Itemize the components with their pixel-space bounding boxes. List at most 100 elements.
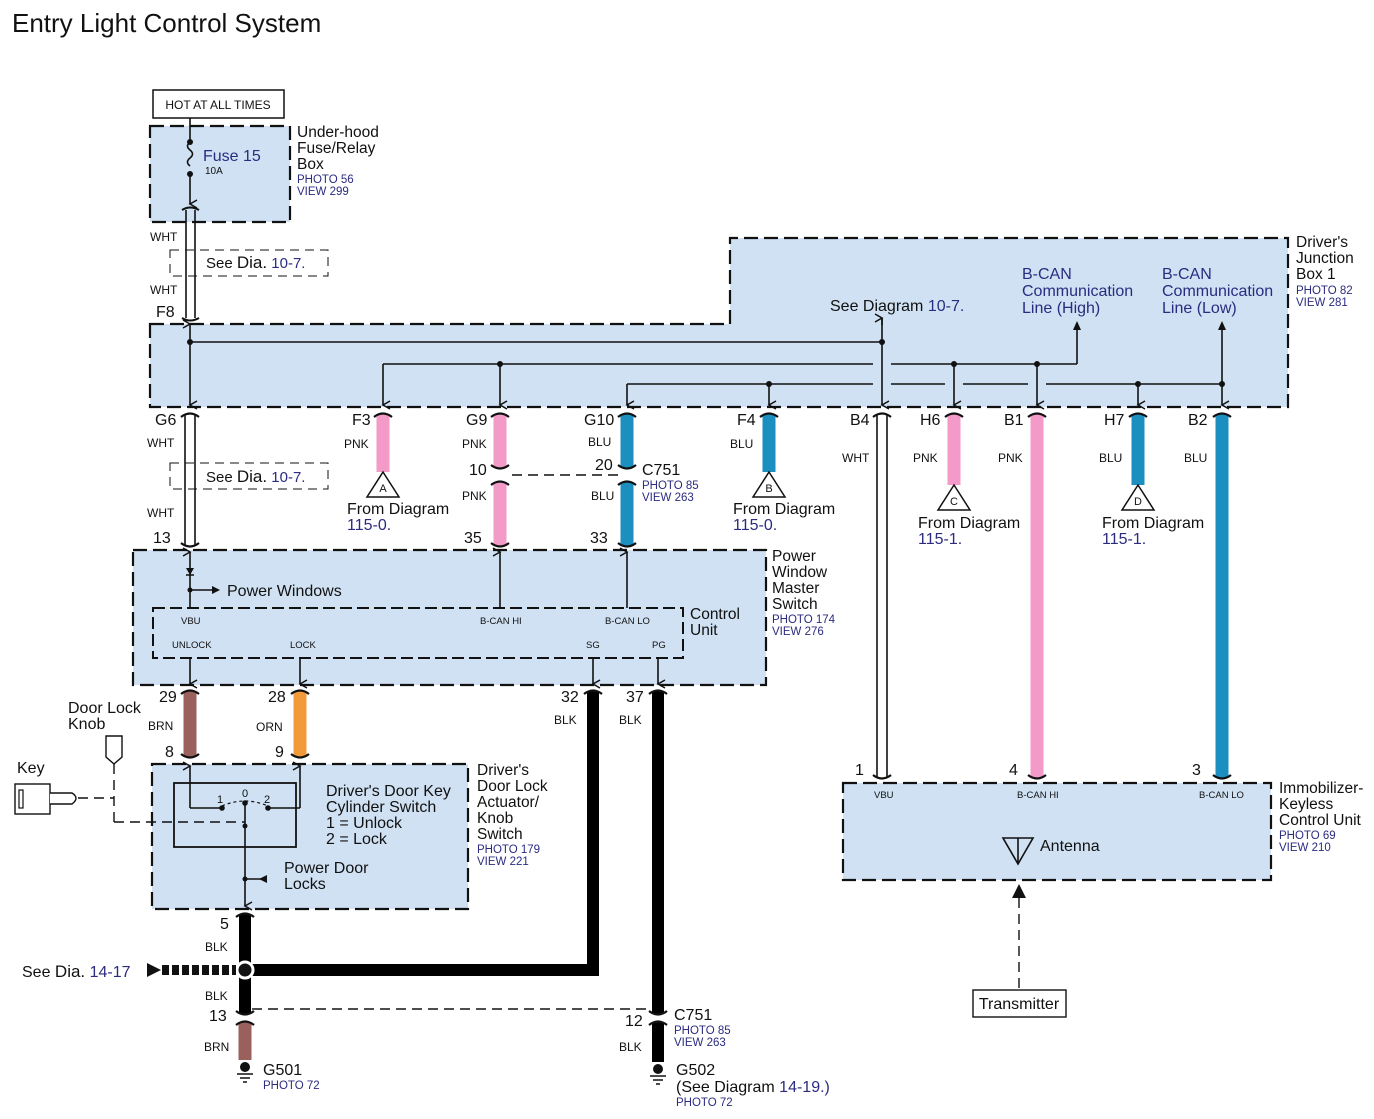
svg-text:Box 1: Box 1 (1296, 266, 1336, 283)
wire-37 (648, 689, 668, 1016)
switch-contact-2 (265, 805, 271, 811)
wire-f4 (759, 412, 779, 472)
c751-bottom-name: C751 (674, 1007, 712, 1024)
see-dia-top[interactable]: See Dia. 10-7. (206, 253, 305, 272)
key-icon (14, 783, 77, 815)
g502-label: G502 (676, 1062, 715, 1079)
svg-text:Immobilizer-: Immobilizer- (1279, 780, 1363, 797)
svg-text:2 = Lock: 2 = Lock (326, 831, 388, 848)
svg-text:Door Lock: Door Lock (477, 778, 548, 795)
wire-28 (290, 689, 310, 759)
fuse-box-photo-ref: PHOTO 56 (297, 174, 354, 186)
svg-text:PHOTO 69: PHOTO 69 (1279, 830, 1336, 842)
power-door-locks-label: Power Door (284, 860, 369, 877)
wire-color-label: ORN (256, 720, 283, 734)
pin-f4: F4 (737, 412, 756, 429)
term-vbu: VBU (181, 616, 201, 627)
pin-b1: B1 (1004, 412, 1024, 429)
immobilizer-name: Immobilizer- Keyless Control Unit PHOTO … (1279, 780, 1363, 854)
svg-text:Master: Master (772, 580, 819, 597)
connector-triangle-icon (936, 483, 972, 511)
term-bcan-hi-immo: B-CAN HI (1017, 790, 1059, 801)
pin-1: 1 (855, 762, 864, 779)
key-label: Key (17, 760, 45, 777)
door-lock-actuator-name: Driver's Door Lock Actuator/ Knob Switch… (477, 762, 548, 868)
c751-top-view: VIEW 263 (642, 492, 694, 504)
c751-top-name: C751 (642, 462, 680, 479)
pin-28: 28 (268, 689, 286, 706)
connector-f8: F8 (156, 304, 175, 321)
svg-text:Window: Window (772, 564, 828, 581)
arrow-icon (1012, 884, 1026, 898)
g502-see-diagram[interactable]: (See Diagram 14-19.) (676, 1079, 830, 1096)
ground-g501-icon (237, 1062, 253, 1083)
door-lock-knob-icon (105, 735, 123, 765)
wire-color-label: BRN (204, 1040, 229, 1054)
pin-33: 33 (590, 530, 608, 547)
ground-g502-icon (650, 1064, 666, 1085)
c751-top-photo: PHOTO 85 (642, 480, 699, 492)
c751-bottom-photo: PHOTO 85 (674, 1025, 731, 1037)
term-bcan-lo-immo: B-CAN LO (1199, 790, 1244, 801)
from-diagram-text: From Diagram (733, 501, 835, 518)
from-diagram-text: From Diagram (347, 501, 449, 518)
connector-triangle-icon (365, 470, 401, 498)
svg-text:Junction: Junction (1296, 250, 1354, 267)
wire-color-label: BLU (730, 437, 753, 451)
wire-color-label: PNK (913, 451, 938, 465)
antenna-icon (1001, 837, 1035, 866)
pin-8: 8 (165, 744, 174, 761)
svg-text:Control Unit: Control Unit (1279, 812, 1362, 829)
power-window-master-outline (131, 548, 768, 687)
triangle-letter: D (1134, 496, 1142, 508)
svg-text:B-CAN: B-CAN (1022, 266, 1072, 283)
from-diagram-num: 115-0. (347, 517, 391, 534)
svg-text:VIEW 210: VIEW 210 (1279, 842, 1331, 854)
from-diagram-text: From Diagram (918, 515, 1020, 532)
wire-12 (648, 1020, 668, 1062)
term-vbu-immo: VBU (874, 790, 894, 801)
pin-b2: B2 (1188, 412, 1208, 429)
jb-see-diagram[interactable]: See Diagram 10-7. (830, 298, 964, 315)
switch-pos-0: 0 (242, 788, 248, 800)
svg-text:Switch: Switch (772, 596, 818, 613)
switch-contact-1 (219, 805, 225, 811)
transmitter-box (972, 989, 1067, 1018)
control-unit-outline (152, 607, 684, 659)
see-dia-mid[interactable]: See Dia. 10-7. (206, 467, 305, 486)
pin-3: 3 (1192, 762, 1201, 779)
svg-text:Power: Power (772, 548, 816, 565)
wire-b4 (872, 412, 892, 780)
wire-color-label: WHT (150, 283, 178, 297)
fuse-box-view-ref: VIEW 299 (297, 186, 349, 198)
from-diagram-num: 115-0. (733, 517, 777, 534)
svg-text:Cylinder Switch: Cylinder Switch (326, 799, 436, 816)
arrow-icon (259, 875, 267, 883)
wire-color-label: WHT (147, 506, 175, 520)
wire-color-label: WHT (150, 230, 178, 244)
wire-g9-upper (490, 412, 510, 470)
power-window-master-name: Power Window Master Switch PHOTO 174 VIE… (772, 548, 836, 638)
wire-f3 (373, 412, 393, 472)
g502-photo: PHOTO 72 (676, 1097, 733, 1109)
svg-text:Line (Low): Line (Low) (1162, 300, 1237, 317)
see-dia-ground[interactable]: See Dia. 14-17 (22, 962, 131, 981)
term-sg: SG (586, 640, 600, 651)
bcan-high-label: B-CAN Communication Line (High) (1022, 266, 1133, 317)
door-lock-knob-label: Knob (68, 716, 105, 733)
key-cylinder-switch-outline (173, 782, 297, 848)
see-dia-box-mid (169, 462, 329, 490)
svg-text:PHOTO 174: PHOTO 174 (772, 614, 836, 626)
arrow-icon (147, 963, 161, 977)
term-bcan-lo: B-CAN LO (605, 616, 650, 627)
wire-color-label: BLK (619, 1040, 642, 1054)
svg-text:Switch: Switch (477, 826, 523, 843)
pin-b4: B4 (850, 412, 870, 429)
fuse-rating: 10A (205, 166, 223, 177)
wire-color-label: PNK (462, 489, 487, 503)
svg-text:Line (High): Line (High) (1022, 300, 1100, 317)
